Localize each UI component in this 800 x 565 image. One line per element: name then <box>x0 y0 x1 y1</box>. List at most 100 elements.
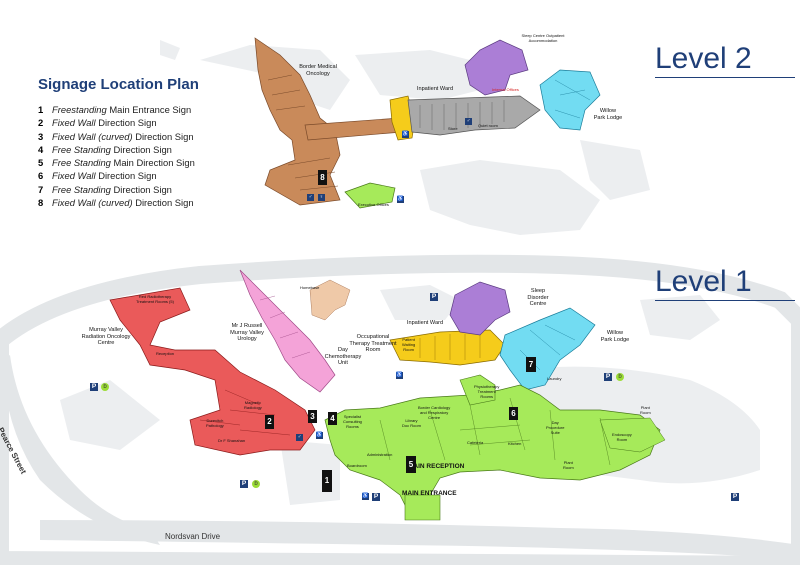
parking-icon: P <box>240 480 248 488</box>
legend-item-type: Free Standing <box>52 157 111 169</box>
radiation-oncology-area <box>109 287 316 456</box>
label-nordsvan-drive: Nordsvan Drive <box>165 532 221 541</box>
legend-item-type: Free Standing <box>52 143 111 155</box>
label-l1-willow-park: Willow Park Lodge <box>600 330 630 343</box>
border-medical-oncology-area <box>254 37 341 206</box>
parking-icon: P <box>430 293 438 301</box>
legend-item-number: 2 <box>38 117 44 129</box>
label-kitchen: Kitchen <box>508 441 522 446</box>
level1-title: Level 1 <box>655 265 752 298</box>
accessible-icon: ♿ <box>362 493 369 500</box>
accessible-icon: ♿ <box>316 432 323 439</box>
label-occupational: Occupational Therapy Treatment Room <box>349 334 397 353</box>
label-sleep-disorder: Sleep Disorder Centre <box>527 288 549 307</box>
legend-item-description: Main Entrance Sign <box>109 104 192 115</box>
legend-item-description: Direction Sign <box>135 130 194 142</box>
level2-underline <box>655 77 795 78</box>
label-plant-room: Plant Room <box>563 460 574 470</box>
label-mr-russell: Mr J Russell Murray Valley Urology <box>230 323 264 342</box>
sign-marker-3: 3 <box>308 410 317 423</box>
label-l2-inpatient-ward: Inpatient Ward <box>416 86 454 92</box>
bicycle-icon: b <box>101 383 109 391</box>
legend-item-description: Main Direction Sign <box>113 157 195 169</box>
label-day-procedure: Day Procedure Suite <box>546 420 565 435</box>
label-murray-valley-radiation: Murray Valley Radiation Oncology Centre <box>81 327 131 346</box>
legend-item-number: 5 <box>38 157 44 169</box>
homebase-area <box>309 279 351 321</box>
sign-marker-2: 2 <box>265 415 274 429</box>
legend-item: 4 Free Standing Direction Sign <box>38 143 278 156</box>
parking-icon: P <box>372 493 380 501</box>
legend-item-number: 4 <box>38 143 44 155</box>
sign-marker-6: 6 <box>509 407 518 420</box>
level1-underline <box>655 300 795 301</box>
level1-sleep-disorder <box>449 281 511 336</box>
urology-area <box>239 269 336 393</box>
legend-item-description: Direction Sign <box>135 197 194 209</box>
parking-icon: P <box>731 493 739 501</box>
legend-item-type: Free Standing <box>52 183 111 195</box>
label-plant-room-right: Plant Room <box>640 405 651 415</box>
toilet-icon: ♂ <box>296 434 303 441</box>
sign-marker-8: 8 <box>318 170 327 185</box>
toilet-icon: ♀ <box>318 194 325 201</box>
legend-item-type: Fixed Wall <box>52 117 96 129</box>
toilet-icon: ♂ <box>307 194 314 201</box>
sign-marker-5: 5 <box>406 456 416 473</box>
level2-willow-park <box>539 69 601 131</box>
legend-item-number: 1 <box>38 104 44 115</box>
main-entrance-area <box>404 494 441 521</box>
accessible-icon: ♿ <box>402 131 409 138</box>
label-dr-shanahan: Dr F Shanahan <box>218 438 246 443</box>
label-quiet-room: Quiet room <box>478 123 498 128</box>
level2-drawing <box>254 37 601 209</box>
legend-item-type: Fixed Wall <box>52 170 96 182</box>
label-main-entrance: MAIN ENTRANCE <box>402 490 457 497</box>
label-executive-offices: Executive Offices <box>358 202 389 207</box>
legend-item-description: Direction Sign <box>113 143 172 155</box>
level2-inpatient-ward <box>407 95 541 136</box>
label-patient-waiting: Patient Waiting Room <box>402 337 416 352</box>
level1-inpatient-ward <box>389 329 506 366</box>
legend-item-number: 7 <box>38 183 44 195</box>
level1-drawing <box>109 269 666 521</box>
parking-icon: P <box>90 383 98 391</box>
sign-marker-7: 7 <box>526 357 536 372</box>
legend-item-description: Direction Sign <box>113 183 172 195</box>
legend-item-description: Direction Sign <box>98 117 157 129</box>
sign-marker-4: 4 <box>328 412 337 425</box>
accessible-icon: ♿ <box>397 196 404 203</box>
label-reception: Reception <box>156 351 175 356</box>
level2-title: Level 2 <box>655 42 752 75</box>
label-boardroom: Boardroom <box>347 463 367 468</box>
legend-item: 5 Free Standing Main Direction Sign <box>38 156 278 169</box>
label-main-reception: MAIN RECEPTION <box>408 463 465 470</box>
label-l1-inpatient-ward: Inpatient Ward <box>406 320 444 326</box>
label-homebase: Homebase <box>300 285 320 290</box>
legend-item-number: 3 <box>38 130 44 142</box>
label-dorevitch: Dorevitch Pathology <box>206 418 224 428</box>
site-background <box>0 40 800 565</box>
label-magnetic-radiology: Magnetic Radiology <box>244 400 262 410</box>
label-administration: Administration <box>367 452 393 457</box>
bicycle-icon: b <box>252 480 260 488</box>
label-sleep-centre: Sleep Centre Outpatient Accommodation <box>521 33 565 43</box>
sign-marker-1: 1 <box>322 470 332 492</box>
label-specialist: Specialist Consulting Rooms <box>343 414 362 429</box>
label-store: Store <box>448 126 458 131</box>
legend-item-type: Freestanding <box>52 104 107 115</box>
label-l2-willow-park: Willow Park Lodge <box>593 108 623 121</box>
label-library: Library Doc Room <box>402 418 421 428</box>
legend-item-number: 6 <box>38 170 44 182</box>
label-day-chemo: Day Chemotherapy Unit <box>324 347 362 366</box>
legend-item: 1 Freestanding Main Entrance Sign <box>38 103 278 116</box>
accessible-icon: ♿ <box>396 372 403 379</box>
toilet-icon: ♂ <box>465 118 472 125</box>
level2-executive-offices <box>344 182 396 209</box>
